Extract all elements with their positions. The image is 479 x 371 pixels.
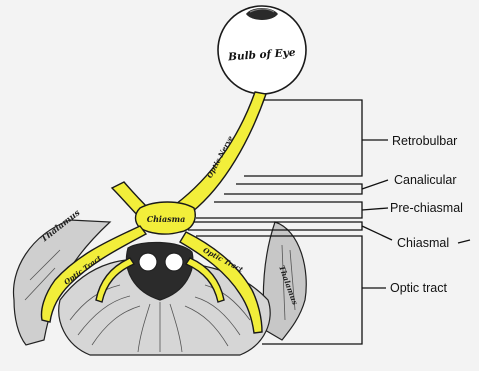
leader-canalicular (362, 180, 388, 189)
leader-chiasmal (362, 226, 392, 240)
leader-chiasmal-tail (458, 240, 470, 243)
label-prechiasmal: Pre-chiasmal (390, 201, 463, 215)
bracket-prechiasmal (196, 202, 362, 218)
label-canalicular: Canalicular (394, 173, 457, 187)
bracket-retrobulbar (244, 100, 362, 176)
leader-prechiasmal (362, 208, 388, 210)
label-retrobulbar: Retrobulbar (392, 134, 457, 148)
bracket-canalicular (224, 184, 362, 194)
label-chiasmal: Chiasmal (397, 236, 449, 250)
chiasma-label: Chiasma (147, 214, 186, 224)
label-optic-tract: Optic tract (390, 281, 447, 295)
